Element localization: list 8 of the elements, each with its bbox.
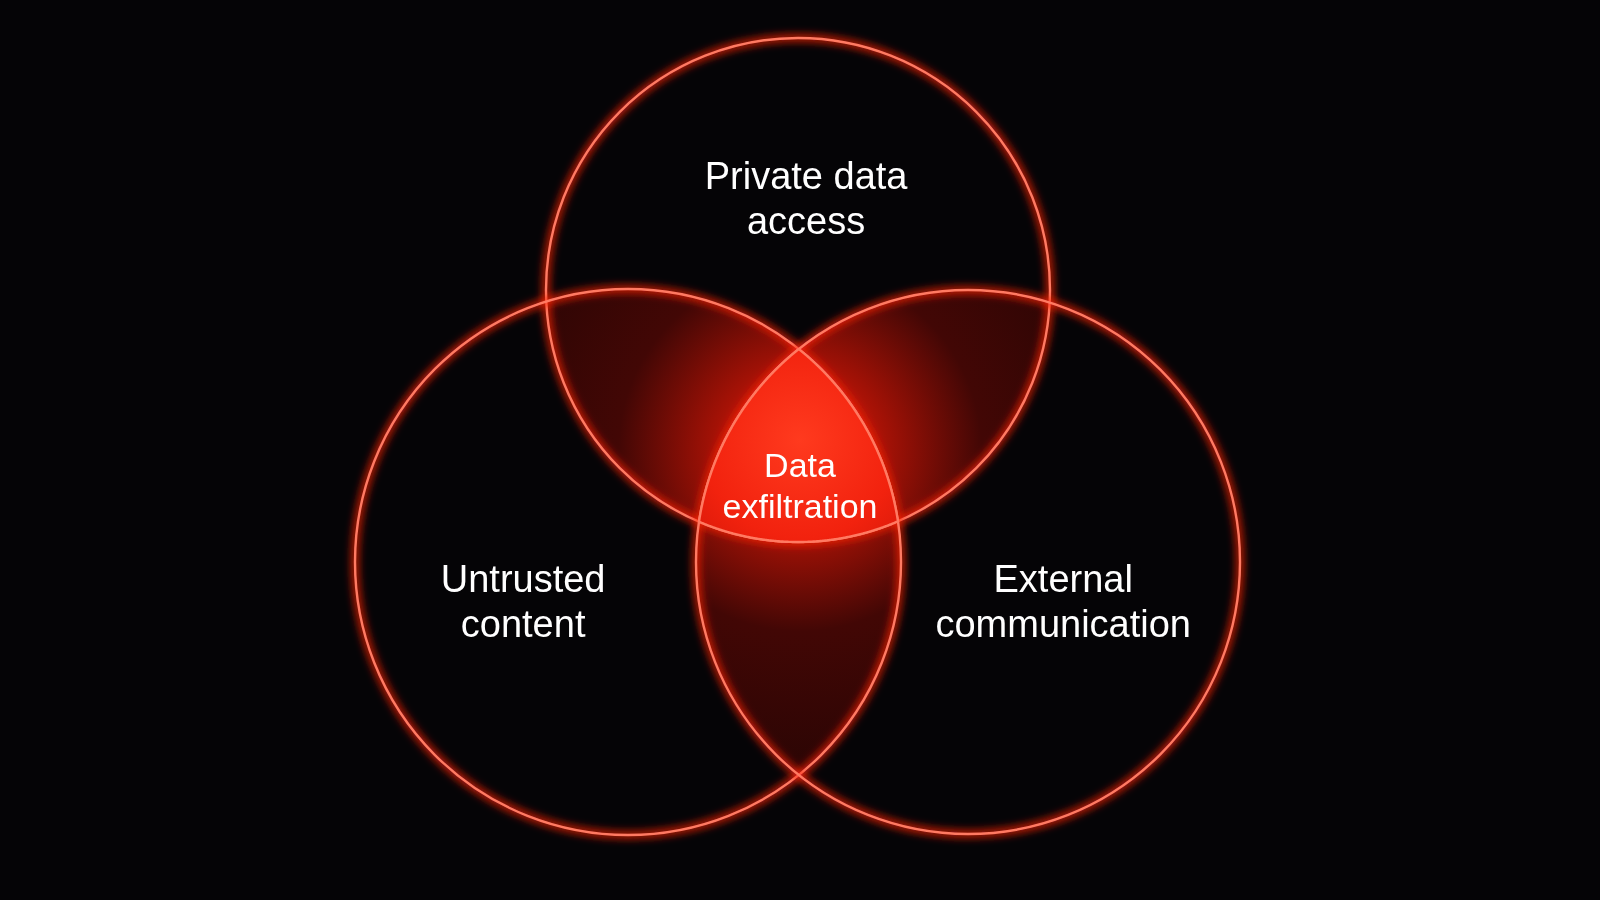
circle-label: Untrusted content [439, 556, 607, 648]
circle-label: Private data access [703, 153, 909, 245]
venn-circle [353, 287, 903, 837]
intersection-region [697, 347, 900, 544]
region-label: Data exfiltration [721, 445, 879, 527]
venn-circle [544, 36, 1052, 544]
venn-circle [694, 288, 1242, 836]
circle-label: External communication [934, 556, 1192, 648]
